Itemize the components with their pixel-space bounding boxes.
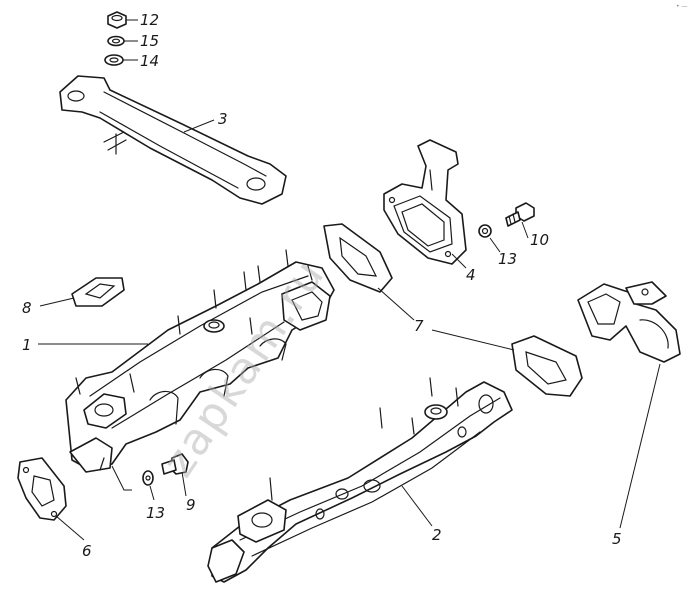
leader-5: [619, 363, 661, 529]
part-7-gasket-upper: [323, 223, 393, 293]
callout-14: 14: [140, 52, 159, 70]
leader-13-lower: [149, 485, 155, 501]
part-2-rear-manifold: [207, 377, 513, 583]
leader-8: [39, 297, 75, 307]
callout-13-upper: 13: [498, 250, 517, 268]
part-7-gasket-lower: [511, 335, 583, 397]
leader-13-upper: [489, 237, 501, 253]
part-6-gasket: [17, 457, 67, 521]
leader-7-lower: [431, 329, 515, 351]
callout-labels: 12 15 14 3 10 13 4 8 7 1 6 9 13 2 5: [22, 11, 622, 560]
part-8-gasket: [71, 277, 125, 307]
callout-15: 15: [140, 32, 159, 50]
leader-10: [521, 221, 529, 239]
part-4-elbow: [383, 139, 467, 265]
callout-6: 6: [82, 542, 92, 560]
callout-1: 1: [22, 336, 32, 354]
part-1-front-manifold: [65, 249, 335, 473]
callout-12: 12: [140, 11, 159, 29]
leader-3: [183, 119, 215, 133]
callout-13-lower: 13: [146, 504, 165, 522]
callout-10: 10: [530, 231, 549, 249]
part-3-connecting-pipe: [59, 75, 287, 205]
part-10-bolt: [505, 202, 535, 227]
leader-9: [181, 471, 187, 497]
leader-2: [401, 485, 433, 527]
part-14-washer: [104, 54, 124, 66]
callout-8: 8: [22, 299, 32, 317]
part-1-studs: [75, 249, 313, 395]
leader-13-lower-bracket: [111, 465, 132, 491]
corner-mark: • —: [676, 3, 687, 10]
leader-4: [451, 253, 467, 269]
leader-6: [55, 515, 85, 541]
callout-7: 7: [414, 317, 424, 335]
leader-7-upper: [377, 287, 415, 321]
part-12-nut: [107, 11, 127, 29]
callout-3: 3: [218, 110, 228, 128]
callout-5: 5: [612, 530, 622, 548]
callout-4: 4: [466, 266, 476, 284]
part-13-washer-lower: [142, 470, 154, 486]
callout-2: 2: [432, 526, 442, 544]
part-5-elbow: [577, 281, 681, 363]
part-9-bolt: [161, 453, 189, 475]
part-2-studs: [269, 377, 459, 501]
leader-lines: [38, 19, 661, 541]
callout-9: 9: [186, 496, 196, 514]
part-13-washer-upper: [478, 224, 492, 238]
part-15-spring-washer: [107, 35, 125, 47]
